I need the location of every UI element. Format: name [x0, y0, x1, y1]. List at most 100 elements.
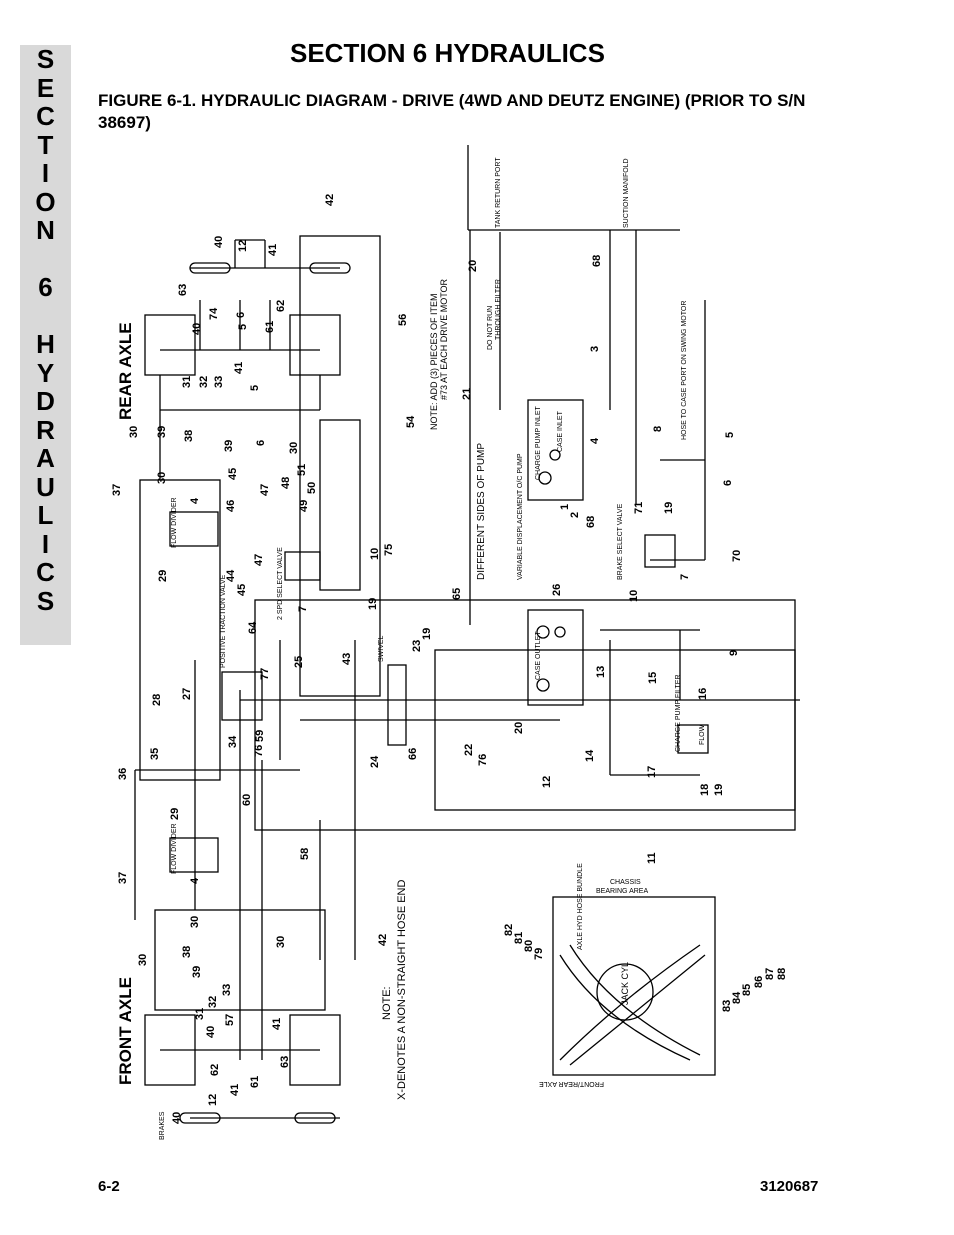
callout: 37: [111, 484, 123, 496]
side-tab-letter: O: [35, 186, 56, 217]
side-tab-letter: C: [36, 101, 55, 131]
callout: 64: [247, 621, 259, 634]
flow-divider-label: FLOW DIVIDER: [171, 497, 178, 548]
hose-to-case-label: HOSE TO CASE PORT ON SWING MOTOR: [681, 301, 688, 440]
callout: 83: [721, 1000, 733, 1012]
callout: 40: [213, 236, 225, 248]
callout: 60: [241, 794, 253, 806]
callout: 30: [128, 426, 140, 438]
callout: 70: [731, 550, 743, 562]
callout: 14: [584, 749, 596, 762]
callout: 31: [181, 376, 193, 388]
callout: 2: [569, 512, 581, 518]
callout: 43: [341, 653, 353, 665]
side-tab-letter: Y: [36, 357, 55, 388]
bearing-area-label: BEARING AREA: [596, 888, 648, 895]
callout: 28: [151, 694, 163, 706]
callout: 7: [297, 606, 309, 612]
side-tab-letter: A: [36, 443, 55, 473]
callout: 59: [254, 730, 266, 742]
callout: 62: [209, 1064, 221, 1076]
callout: 76: [253, 745, 265, 757]
page-number: 6-2: [98, 1178, 120, 1195]
callout: 15: [647, 672, 659, 684]
callout: 80: [523, 940, 535, 952]
callout: 42: [377, 934, 389, 946]
swivel-label: SWIVEL: [378, 635, 385, 662]
callout: 61: [249, 1076, 261, 1088]
callout: 18: [699, 784, 711, 796]
callout: 32: [207, 996, 219, 1008]
callout: 47: [253, 554, 265, 566]
different-sides-label: DIFFERENT SIDES OF PUMP: [476, 443, 487, 580]
callout: 66: [407, 748, 419, 760]
section-title: SECTION 6 HYDRAULICS: [290, 38, 605, 68]
callout: 75: [383, 544, 395, 556]
callout: 20: [467, 260, 479, 272]
callout: 49: [298, 500, 310, 512]
callout: 76: [477, 754, 489, 766]
callout: 45: [227, 468, 239, 480]
callout: 3: [589, 346, 601, 352]
callout: 6: [722, 480, 734, 486]
callout: 85: [741, 984, 753, 996]
brakes-label: BRAKES: [159, 1111, 166, 1140]
callout: 12: [541, 776, 553, 788]
callout: 30: [189, 916, 201, 928]
positive-traction-label: POSITIVE TRACTION VALVE: [220, 574, 227, 668]
jack-cyl-label: JACK CYL: [620, 962, 630, 1005]
callout: 19: [713, 784, 725, 796]
side-tab-letter: L: [37, 500, 54, 530]
callout: 22: [463, 744, 475, 756]
callout: 10: [628, 590, 640, 602]
callout: 34: [227, 735, 239, 748]
callout: 48: [280, 477, 292, 489]
flow-label: FLOW: [699, 724, 706, 745]
callout: 47: [259, 484, 271, 496]
callout: 9: [728, 650, 740, 656]
callout: 10: [369, 548, 381, 560]
callout: 5: [724, 432, 736, 438]
side-tab-letter: S: [36, 585, 55, 616]
side-tab-letter: R: [36, 414, 55, 445]
callout: 82: [503, 924, 515, 936]
callout: 4: [189, 877, 201, 884]
callout: 62: [275, 300, 287, 312]
callout: 44: [225, 569, 237, 582]
callout: 39: [156, 426, 168, 438]
callout: 30: [156, 472, 168, 484]
two-spd-select-label: 2 SPD SELECT VALVE: [277, 547, 284, 620]
callout: 35: [149, 748, 161, 760]
figure-caption: FIGURE 6-1. HYDRAULIC DIAGRAM - DRIVE (4…: [98, 91, 806, 132]
callout: 42: [324, 194, 336, 206]
callout: 63: [177, 284, 189, 296]
callout: 29: [157, 570, 169, 582]
note-x-label-2: X-DENOTES A NON-STRAIGHT HOSE END: [396, 880, 408, 1100]
callout: 11: [646, 852, 658, 864]
callout: 7: [679, 574, 691, 580]
callout: 79: [533, 948, 545, 960]
brake-valve-label: BRAKE SELECT VALVE: [617, 503, 624, 580]
callout: 36: [117, 768, 129, 780]
front-axle-label: FRONT AXLE: [116, 977, 135, 1085]
side-tab-letter: I: [41, 528, 50, 559]
chassis-label: CHASSIS: [610, 879, 641, 886]
callout: 41: [229, 1084, 241, 1096]
suction-manifold-label: SUCTION MANIFOLD: [623, 158, 630, 228]
side-tab-letter: I: [41, 158, 50, 188]
callout: 51: [296, 464, 308, 476]
note-x-label-1: NOTE:: [381, 986, 393, 1020]
callout: 54: [405, 415, 417, 428]
callout: 17: [646, 766, 658, 778]
case-outlet-label: CASE OUTLET: [535, 631, 542, 680]
side-tab-letter: 6: [38, 272, 53, 302]
side-tab-letter: C: [36, 557, 55, 587]
note-pieces-label: NOTE: ADD (3) PIECES OF ITEM: [429, 293, 439, 430]
callout: 24: [369, 755, 381, 768]
callout: 39: [191, 966, 203, 978]
callout: 39: [223, 440, 235, 452]
rear-axle-label: REAR AXLE: [116, 322, 135, 420]
callout: 68: [585, 516, 597, 528]
charge-filter-label: CHARGE PUMP FILTER: [675, 674, 682, 752]
